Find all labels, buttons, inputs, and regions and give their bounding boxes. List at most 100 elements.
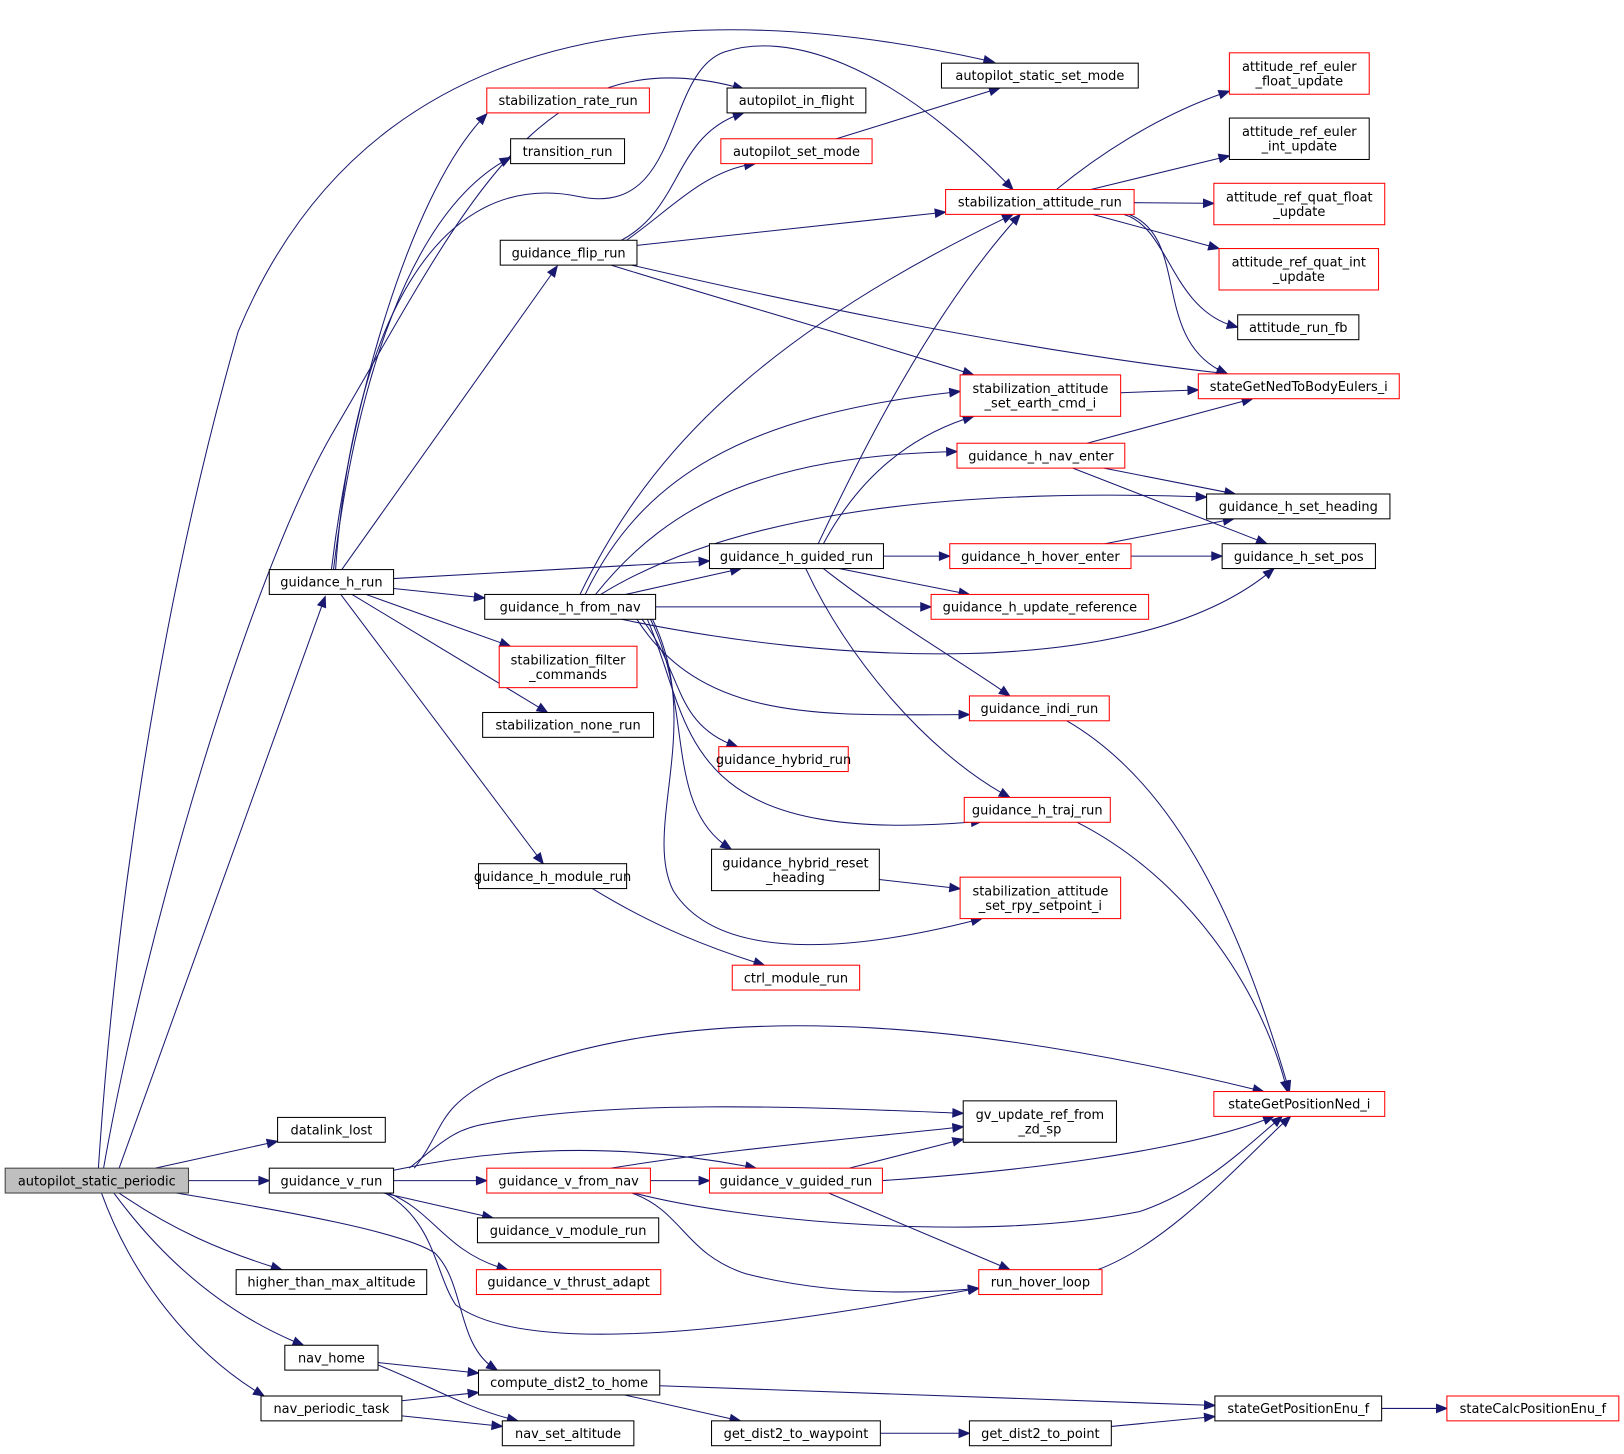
node-label: nav_home: [298, 1351, 365, 1366]
arrowhead-guidance_h_from_nav-to-guidance_hybrid_run: [725, 738, 739, 748]
node-guidance_h_nav_enter[interactable]: guidance_h_nav_enter: [956, 442, 1126, 469]
node-box: [1197, 373, 1400, 400]
node-gv_update_ref_from_zd_sp[interactable]: gv_update_ref_from_zd_sp: [962, 1100, 1118, 1143]
node-box: [235, 1269, 428, 1296]
arrowhead-guidance_h_run-to-guidance_h_module_run: [532, 852, 545, 865]
node-guidance_v_guided_run[interactable]: guidance_v_guided_run: [708, 1167, 883, 1194]
node-guidance_h_guided_run[interactable]: guidance_h_guided_run: [708, 543, 884, 570]
node-run_hover_loop[interactable]: run_hover_loop: [978, 1269, 1103, 1296]
node-label: transition_run: [523, 145, 613, 160]
node-get_dist2_to_waypoint[interactable]: get_dist2_to_waypoint: [711, 1420, 881, 1447]
node-label: datalink_lost: [291, 1124, 373, 1139]
node-guidance_indi_run[interactable]: guidance_indi_run: [968, 695, 1110, 722]
node-label: get_dist2_to_waypoint: [724, 1427, 869, 1442]
node-box: [945, 188, 1135, 215]
edge-guidance_v_run-to-guidance_v_guided_run: [393, 1149, 757, 1171]
node-attitude_ref_euler_float_update[interactable]: attitude_ref_euler_float_update: [1228, 52, 1370, 95]
arrowhead-guidance_h_guided_run-to-guidance_h_hover_enter: [938, 551, 952, 562]
node-autopilot_in_flight[interactable]: autopilot_in_flight: [726, 87, 867, 114]
node-label: guidance_h_set_pos: [1234, 550, 1364, 565]
node-attitude_ref_quat_int_update[interactable]: attitude_ref_quat_int_update: [1218, 248, 1380, 291]
node-autopilot_static_set_mode[interactable]: autopilot_static_set_mode: [940, 62, 1139, 89]
edge-guidance_h_guided_run-to-stabilization_attitude_set_earth_cmd_i: [822, 415, 974, 544]
node-label: attitude_ref_quat_int: [1232, 256, 1366, 271]
node-autopilot_set_mode[interactable]: autopilot_set_mode: [720, 138, 873, 165]
node-guidance_h_from_nav[interactable]: guidance_h_from_nav: [484, 593, 657, 620]
edge-stabilization_attitude_run-to-attitude_ref_quat_int_update: [1092, 213, 1220, 250]
node-label: stateGetPositionEnu_f: [1227, 1402, 1369, 1417]
arrowhead-guidance_h_from_nav-to-guidance_hybrid_reset_heading: [719, 839, 733, 850]
node-guidance_v_from_nav[interactable]: guidance_v_from_nav: [486, 1167, 651, 1194]
node-guidance_v_run[interactable]: guidance_v_run: [268, 1167, 395, 1194]
arrowhead-autopilot_static_periodic-to-nav_home: [291, 1336, 305, 1346]
node-guidance_h_hover_enter[interactable]: guidance_h_hover_enter: [949, 543, 1132, 570]
node-stateCalcPositionEnu_f[interactable]: stateCalcPositionEnu_f: [1446, 1395, 1620, 1422]
edge-nav_periodic_task-to-compute_dist2_to_home: [401, 1392, 470, 1402]
node-stabilization_attitude_run[interactable]: stabilization_attitude_run: [945, 188, 1135, 215]
node-box: [959, 374, 1122, 417]
arrowhead-stateGetPositionEnu_f-to-stateCalcPositionEnu_f: [1436, 1403, 1449, 1414]
edge-stabilization_attitude_run-to-attitude_run_fb: [1123, 213, 1238, 328]
node-nav_home[interactable]: nav_home: [284, 1344, 379, 1371]
edges-layer: [97, 29, 1449, 1439]
node-attitude_run_fb[interactable]: attitude_run_fb: [1237, 314, 1360, 341]
node-guidance_v_thrust_adapt[interactable]: guidance_v_thrust_adapt: [475, 1269, 662, 1296]
node-stabilization_attitude_set_earth_cmd_i[interactable]: stabilization_attitude_set_earth_cmd_i: [959, 374, 1122, 417]
node-ctrl_module_run[interactable]: ctrl_module_run: [731, 964, 861, 991]
node-label: guidance_h_update_reference: [943, 601, 1137, 616]
node-label: _update: [1272, 205, 1325, 220]
node-guidance_h_set_heading[interactable]: guidance_h_set_heading: [1206, 493, 1391, 520]
node-guidance_flip_run[interactable]: guidance_flip_run: [499, 239, 638, 266]
edge-autopilot_static_periodic-to-autopilot_in_flight: [103, 77, 744, 1169]
node-stateGetNedToBodyEulers_i[interactable]: stateGetNedToBodyEulers_i: [1197, 373, 1400, 400]
node-higher_than_max_altitude[interactable]: higher_than_max_altitude: [235, 1269, 428, 1296]
node-label: autopilot_in_flight: [739, 94, 854, 109]
node-transition_run[interactable]: transition_run: [510, 138, 626, 165]
edge-autopilot_static_periodic-to-autopilot_static_set_mode: [97, 29, 995, 1169]
node-label: stabilization_attitude_run: [958, 196, 1122, 211]
arrowhead-guidance_h_from_nav-to-guidance_h_set_pos: [1262, 567, 1276, 580]
arrowhead-guidance_h_traj_run-to-stateGetPositionNed_i: [1279, 1079, 1290, 1093]
node-guidance_h_run[interactable]: guidance_h_run: [268, 569, 395, 595]
node-compute_dist2_to_home[interactable]: compute_dist2_to_home: [477, 1369, 661, 1396]
edge-autopilot_static_periodic-to-nav_home: [113, 1192, 304, 1346]
node-guidance_h_set_pos[interactable]: guidance_h_set_pos: [1221, 543, 1376, 570]
node-label: _set_earth_cmd_i: [984, 397, 1097, 412]
edge-autopilot_set_mode-to-autopilot_static_set_mode: [836, 90, 992, 140]
node-attitude_ref_euler_int_update[interactable]: attitude_ref_euler_int_update: [1228, 117, 1370, 161]
node-label: stabilization_none_run: [495, 719, 640, 734]
node-autopilot_static_periodic[interactable]: autopilot_static_periodic: [4, 1167, 190, 1194]
node-attitude_ref_quat_float_update[interactable]: attitude_ref_quat_float_update: [1213, 182, 1386, 226]
node-stateGetPositionNed_i[interactable]: stateGetPositionNed_i: [1213, 1091, 1386, 1117]
node-get_dist2_to_point[interactable]: get_dist2_to_point: [968, 1420, 1112, 1447]
node-stabilization_filter_commands[interactable]: stabilization_filter_commands: [498, 645, 638, 689]
edge-nav_periodic_task-to-nav_set_altitude: [401, 1415, 494, 1426]
node-box: [711, 848, 880, 892]
node-label: nav_set_altitude: [515, 1427, 621, 1442]
node-box: [956, 442, 1126, 469]
node-stabilization_rate_run[interactable]: stabilization_rate_run: [486, 87, 650, 114]
node-label: attitude_ref_quat_float: [1226, 190, 1373, 205]
arrowhead-nav_periodic_task-to-nav_set_altitude: [490, 1420, 504, 1431]
node-nav_set_altitude[interactable]: nav_set_altitude: [501, 1420, 635, 1447]
node-guidance_h_traj_run[interactable]: guidance_h_traj_run: [963, 796, 1111, 823]
node-nav_periodic_task[interactable]: nav_periodic_task: [260, 1395, 403, 1422]
node-guidance_hybrid_run[interactable]: guidance_hybrid_run: [716, 746, 851, 773]
node-box: [708, 1167, 883, 1194]
arrowhead-autopilot_static_periodic-to-guidance_v_run: [258, 1175, 271, 1186]
arrowhead-guidance_h_run-to-stabilization_filter_commands: [498, 637, 512, 648]
node-label: stateGetPositionNed_i: [1228, 1098, 1370, 1113]
node-stabilization_attitude_set_rpy_setpoint_i[interactable]: stabilization_attitude_set_rpy_setpoint_…: [959, 876, 1122, 920]
node-box: [1228, 52, 1370, 95]
node-guidance_h_update_reference[interactable]: guidance_h_update_reference: [930, 593, 1150, 620]
edge-guidance_v_guided_run-to-gv_update_ref_from_zd_sp: [849, 1138, 964, 1169]
arrowhead-stabilization_attitude_run-to-attitude_ref_quat_int_update: [1207, 240, 1221, 251]
edge-guidance_indi_run-to-stateGetPositionNed_i: [1066, 720, 1290, 1092]
node-stabilization_none_run[interactable]: stabilization_none_run: [482, 711, 655, 738]
node-box: [731, 964, 861, 991]
node-guidance_v_module_run[interactable]: guidance_v_module_run: [476, 1217, 660, 1244]
node-guidance_hybrid_reset_heading[interactable]: guidance_hybrid_reset_heading: [711, 848, 880, 892]
node-guidance_h_module_run[interactable]: guidance_h_module_run: [474, 863, 631, 890]
node-datalink_lost[interactable]: datalink_lost: [277, 1116, 386, 1143]
node-stateGetPositionEnu_f[interactable]: stateGetPositionEnu_f: [1214, 1395, 1383, 1422]
